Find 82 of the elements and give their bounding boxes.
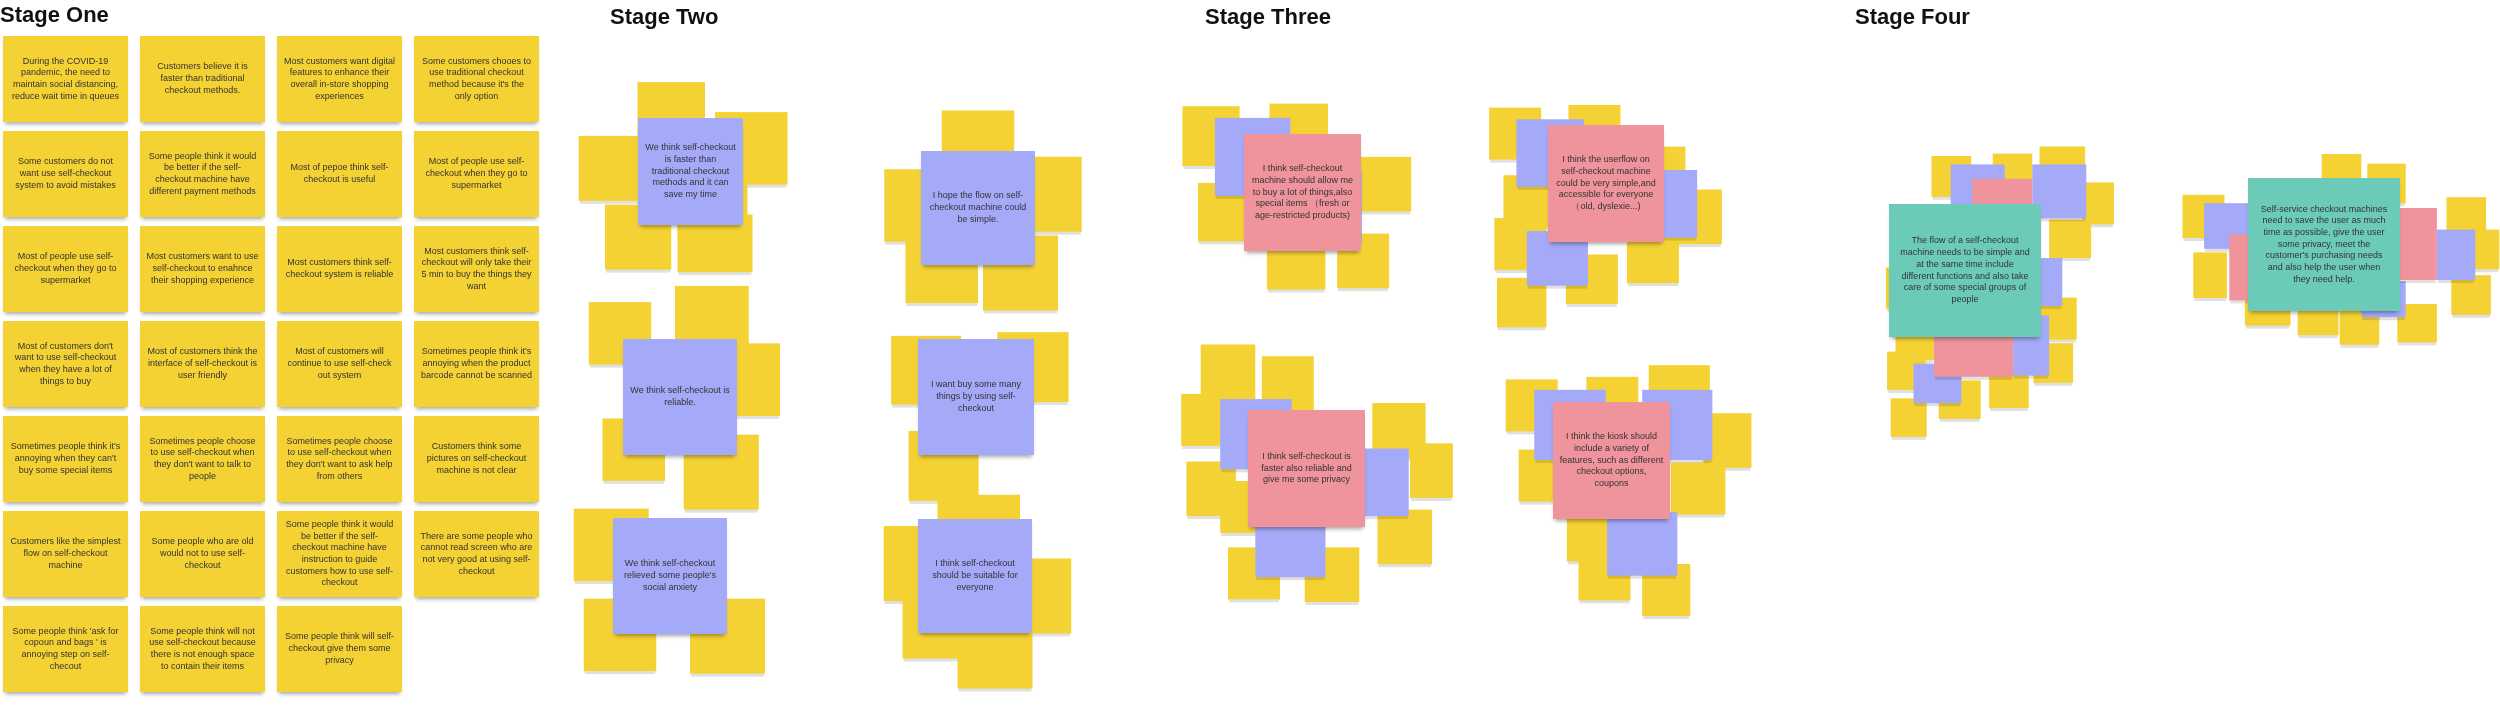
note-text: I think the userflow on self-checkout machine could be very simple,and accessible for everyone （old, dyslexie...) (1555, 154, 1657, 213)
sticky-note (277, 321, 402, 407)
note-text: Some customers do not want use self-checkout system to avoid mistakes (14, 156, 117, 192)
note-text: Most customers think self-checkout system is reliable (284, 257, 395, 281)
note-text: Customers like the simplest flow on self-checkout machine (9, 536, 122, 572)
sticky-note (3, 416, 128, 502)
stage-heading: Stage One (0, 2, 109, 28)
sticky-note (918, 519, 1032, 633)
note-text: Some people think 'ask for copoun and bags ' is annoying step on self-checout (11, 625, 120, 673)
note-text: Self-service checkout machines need to save the user as much time as possible, give the user some privacy, meet the customer's purchasing needs and also help the user when they need help. (2259, 203, 2389, 286)
stage-heading: Stage Two (610, 4, 719, 30)
sticky-note (414, 131, 539, 217)
sticky-note (1548, 125, 1664, 242)
sticky-note (1248, 410, 1365, 527)
note-text: I think self-checkout should be suitable for everyone (931, 558, 1019, 594)
note-text: Some people think will not use self-checkout because there is not enough space to contain their items (148, 625, 257, 673)
sticky-note (1889, 204, 2041, 337)
sticky-note (921, 151, 1035, 265)
sticky-note (918, 339, 1034, 455)
note-text: Sometimes people choose to use self-checkout when they don't want to talk to people (148, 435, 257, 483)
note-text: I think the kiosk should include a variety of features, such as different checkout options, coupons (1559, 431, 1664, 490)
sticky-note (2248, 178, 2400, 311)
sticky-note (3, 606, 128, 692)
note-text: Most customers think self-checkout will only take their 5 min to buy the things they want (420, 245, 533, 293)
note-text: Sometimes people think it's annoying when they can't buy some special items (9, 441, 122, 477)
sticky-note (414, 416, 539, 502)
note-text: Some people think will self-checkout give them some privacy (283, 631, 396, 667)
sticky-note (638, 118, 743, 225)
note-text: Customers believe it is faster than traditional checkout methods. (156, 61, 249, 97)
stage-heading: Stage Four (1855, 4, 1970, 30)
note-text: Some people think it would be better if the self-checkout machine have instruction to guide customers how to use self-checkout (284, 518, 395, 590)
sticky-note (414, 321, 539, 407)
sticky-note (3, 226, 128, 312)
note-text: Most of pepoe think self-checkout is useful (289, 162, 390, 186)
note-text: Some people who are old would not to use self-checkout (150, 536, 255, 572)
sticky-note (277, 511, 402, 597)
sticky-note (277, 606, 402, 692)
note-text: During the COVID-19 pandemic, the need to maintain social distancing, reduce wait time in queues (10, 55, 121, 103)
note-text: I want buy some many things by using self-checkout (929, 379, 1022, 415)
sticky-note (414, 511, 539, 597)
note-text: Sometimes people choose to use self-checkout when they don't want to ask help from others (285, 435, 394, 483)
sticky-note (414, 36, 539, 122)
note-text: Most of customers don't want to use self-checkout when they have a lot of things to buy (13, 340, 118, 388)
note-text: We think self-checkout is reliable. (629, 385, 731, 409)
sticky-note (277, 226, 402, 312)
sticky-note (140, 321, 265, 407)
sticky-note (3, 511, 128, 597)
note-text: Most of people use self-checkout when they go to supermarket (13, 251, 118, 287)
sticky-note (3, 321, 128, 407)
note-text: I hope the flow on self-checkout machine could be simple. (928, 190, 1028, 226)
sticky-note (140, 511, 265, 597)
sticky-note (3, 131, 128, 217)
sticky-note (623, 339, 737, 455)
note-text: Some people think it would be better if the self-checkout machine have different payment methods (147, 150, 258, 198)
sticky-note (277, 36, 402, 122)
note-text: I think self-checkout is faster also reliable and give me some privacy (1260, 450, 1353, 487)
sticky-note (414, 226, 539, 312)
stage-heading: Stage Three (1205, 4, 1331, 30)
note-text: Most of people use self-checkout when they go to supermarket (424, 156, 529, 192)
note-text: There are some people who cannot read screen who are not very good at using self-checkout (420, 530, 533, 578)
note-text: I think self-checkout machine should allow me to buy a lot of things,also special items （fresh or age-restricted products) (1250, 163, 1355, 222)
sticky-note (277, 131, 402, 217)
note-text: We think self-checkout relieved some people's social anxiety (623, 558, 717, 594)
note-text: Customers think some pictures on self-checkout machine is not clear (425, 441, 528, 477)
sticky-note (1553, 402, 1670, 519)
sticky-note (140, 226, 265, 312)
sticky-note (140, 131, 265, 217)
sticky-note (3, 36, 128, 122)
note-text: Most of customers think the interface of self-checkout is user friendly (146, 346, 259, 382)
sticky-note (613, 518, 727, 634)
sticky-note (277, 416, 402, 502)
sticky-note (140, 416, 265, 502)
note-text: The flow of a self-checkout machine needs to be simple and at the same time include different functions and also take care of some special groups of people (1899, 235, 2031, 306)
sticky-note (1244, 134, 1361, 251)
sticky-note (140, 606, 265, 692)
note-text: Most of customers will continue to use self-check out system (286, 346, 393, 382)
note-text: Most customers want digital features to enhance their overall in-store shopping experiences (283, 55, 396, 103)
note-text: We think self-checkout is faster than traditional checkout methods and it can save my time (644, 142, 737, 201)
sticky-note (140, 36, 265, 122)
note-text: Most customers want to use self-checkout to enahnce their shopping experience (146, 251, 259, 287)
note-text: Sometimes people think it's annoying when the product barcode cannot be scanned (420, 346, 533, 382)
note-text: Some customers chooes to use traditional checkout method because it's the only option (420, 55, 533, 103)
